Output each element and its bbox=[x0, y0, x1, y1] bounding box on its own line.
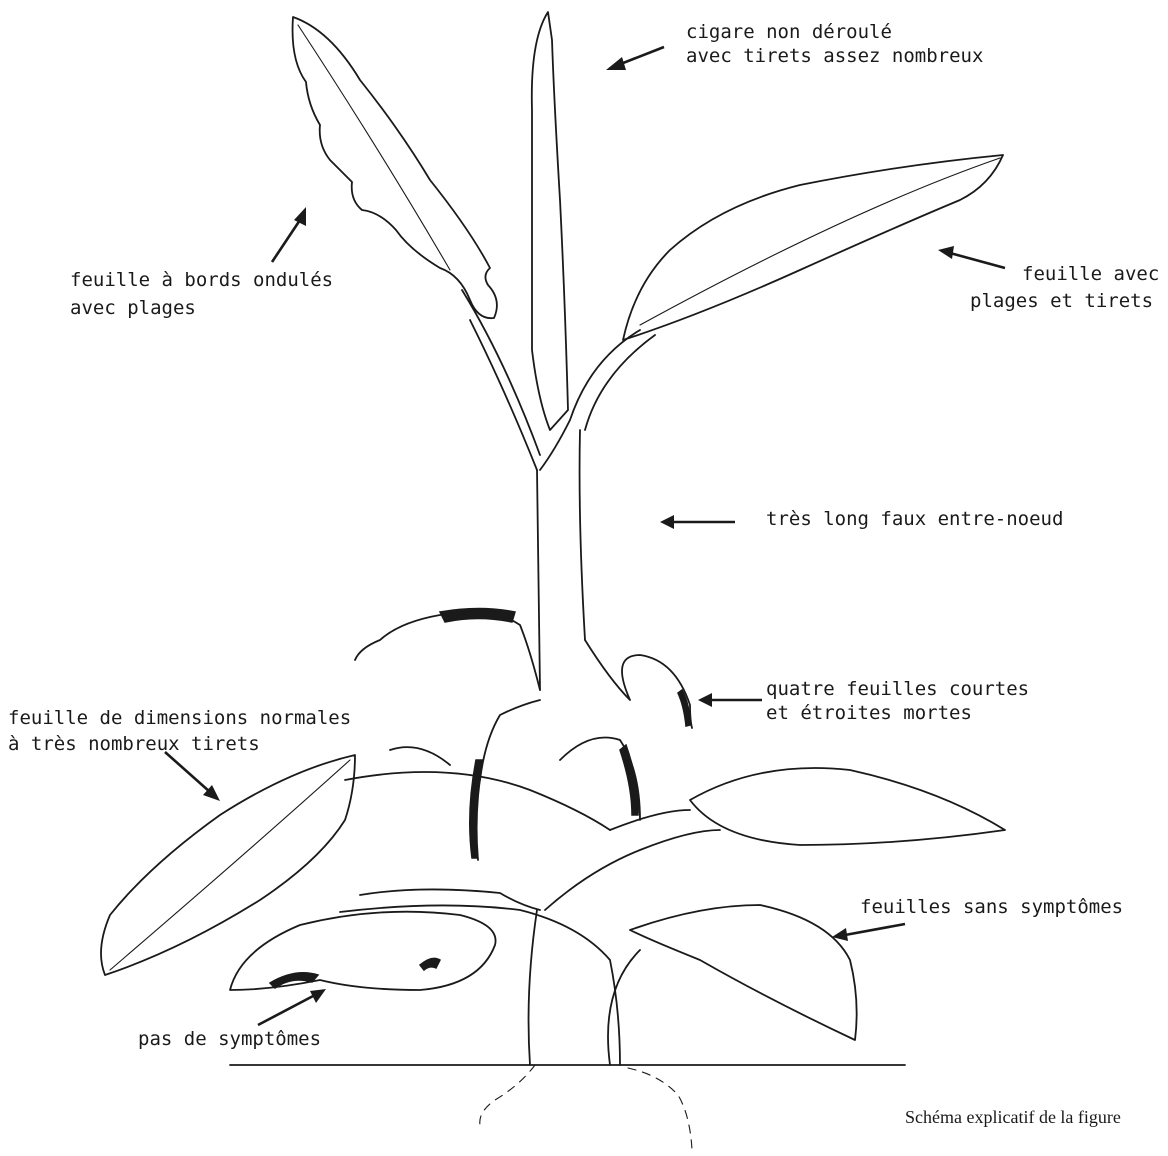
lower-left-leaf-spot-2 bbox=[420, 958, 440, 970]
pseudostem bbox=[537, 430, 585, 690]
healthy-leaf-upper-petiole bbox=[610, 810, 690, 830]
wavy-leaf-midrib bbox=[298, 25, 450, 270]
figure-caption: Schéma explicatif de la figure bbox=[905, 1107, 1121, 1128]
normal-leaf-fold bbox=[390, 747, 450, 765]
normal-leaf bbox=[101, 755, 355, 975]
normal-leaf-midrib bbox=[110, 760, 350, 970]
label-right-leaf-line2: plages et tirets bbox=[970, 289, 1153, 313]
healthy-leaf-stem bbox=[545, 830, 720, 910]
label-cigar-line1: cigare non déroulé bbox=[686, 20, 892, 44]
right-leaf bbox=[623, 155, 1003, 340]
label-healthy-leaves: feuilles sans symptômes bbox=[860, 895, 1123, 919]
root-left bbox=[480, 1065, 535, 1125]
dead-leaf-3 bbox=[474, 700, 540, 860]
label-no-symptoms: pas de symptômes bbox=[138, 1027, 321, 1051]
arrow-no-symptoms bbox=[258, 989, 326, 1025]
arrow-healthy-leaves bbox=[832, 924, 905, 941]
label-wavy-leaf-line1: feuille à bords ondulés bbox=[70, 268, 333, 292]
root-right bbox=[628, 1068, 692, 1150]
healthy-leaf-right bbox=[630, 905, 857, 1040]
wavy-leaf-petiole bbox=[462, 290, 540, 470]
label-dead-leaves-line1: quatre feuilles courtes bbox=[766, 677, 1029, 701]
label-right-leaf-line1: feuille avec bbox=[1022, 262, 1159, 286]
arrow-normal-leaf bbox=[165, 752, 220, 801]
right-leaf-petiole bbox=[540, 330, 655, 470]
lower-left-leaf-spot bbox=[270, 973, 318, 988]
arrow-right-leaf bbox=[938, 246, 1005, 268]
label-dead-leaves-line2: et étroites mortes bbox=[766, 701, 972, 725]
dead-leaf-2 bbox=[585, 640, 692, 728]
cigar-leaf bbox=[532, 12, 568, 430]
label-internode: très long faux entre-noeud bbox=[766, 507, 1063, 531]
dead-leaf-1 bbox=[355, 612, 540, 690]
healthy-leaf-upper bbox=[690, 768, 1005, 845]
arrow-wavy-leaf bbox=[272, 207, 306, 262]
dead-leaf-2-tip bbox=[678, 690, 690, 726]
arrow-cigar bbox=[606, 47, 664, 70]
label-wavy-leaf-line2: avec plages bbox=[70, 296, 196, 320]
lower-pseudostem bbox=[529, 910, 537, 1065]
right-leaf-midrib bbox=[640, 158, 1000, 325]
label-cigar-line2: avec tirets assez nombreux bbox=[686, 44, 983, 68]
arrow-dead-leaves bbox=[698, 693, 762, 707]
label-normal-leaf-line2: à très nombreux tirets bbox=[8, 732, 260, 756]
lower-stem-line bbox=[340, 905, 620, 1065]
lower-left-leaf bbox=[230, 912, 496, 990]
dead-leaf-4-tip bbox=[620, 745, 638, 815]
dead-leaf-1-tip bbox=[440, 609, 515, 623]
label-normal-leaf-line1: feuille de dimensions normales bbox=[8, 706, 351, 730]
arrow-internode bbox=[660, 515, 735, 529]
healthy-leaf-base-right bbox=[608, 950, 640, 1065]
